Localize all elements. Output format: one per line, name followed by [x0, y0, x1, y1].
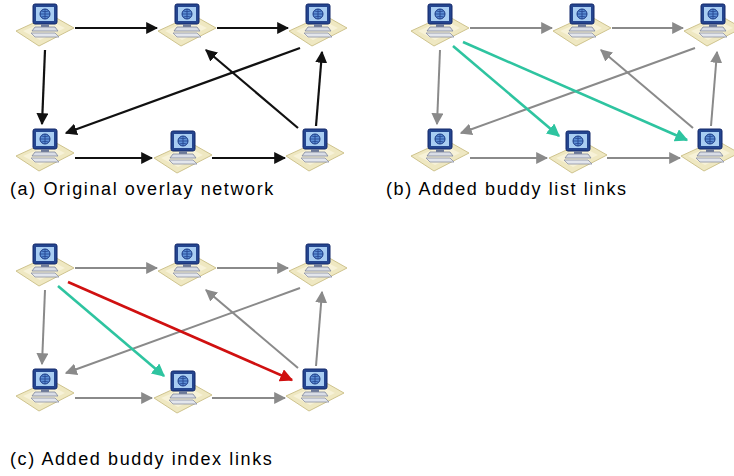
overlay-link — [212, 397, 285, 399]
overlay-link — [461, 48, 695, 133]
panel-caption: (b) Added buddy list links — [386, 178, 628, 200]
overlay-link — [42, 290, 45, 364]
computer-icon — [16, 129, 74, 171]
overlay-link — [212, 157, 285, 159]
panel-caption: (c) Added buddy index links — [10, 448, 273, 470]
computer-icon — [289, 4, 347, 46]
computer-icon — [286, 369, 344, 411]
computer-icon — [681, 129, 734, 171]
computer-icon — [411, 129, 469, 171]
computer-icon — [289, 244, 347, 286]
computer-icon — [16, 369, 74, 411]
overlay-link — [470, 27, 552, 29]
overlay-link — [206, 290, 298, 368]
computer-icon — [684, 4, 734, 46]
overlay-link — [711, 52, 717, 126]
overlay-link — [66, 288, 300, 373]
computer-icon — [549, 131, 607, 173]
buddy-index-link — [68, 282, 292, 380]
panel-caption: (a) Original overlay network — [10, 178, 275, 200]
overlay-link — [75, 27, 157, 29]
panel-b — [411, 4, 734, 173]
computer-icon — [16, 4, 74, 46]
overlay-link — [437, 50, 440, 124]
overlay-link — [206, 50, 298, 128]
overlay-link — [75, 157, 152, 159]
overlay-link — [42, 50, 45, 124]
panel-c — [16, 244, 347, 413]
overlay-link — [470, 157, 547, 159]
overlay-link — [612, 27, 683, 29]
panel-a — [16, 4, 347, 173]
overlay-link — [217, 27, 288, 29]
computer-icon — [154, 371, 212, 413]
overlay-link — [601, 50, 693, 128]
computer-icon — [553, 4, 611, 46]
computer-icon — [158, 244, 216, 286]
overlay-link — [75, 267, 157, 269]
buddy-list-link — [463, 42, 687, 140]
overlay-link — [607, 157, 680, 159]
overlay-link — [316, 292, 322, 366]
buddy-list-links — [453, 42, 687, 140]
computer-icon — [158, 4, 216, 46]
computer-icon — [154, 131, 212, 173]
overlay-link — [75, 397, 152, 399]
overlay-link — [316, 52, 322, 126]
computer-icon — [286, 129, 344, 171]
overlay-link — [217, 267, 288, 269]
overlay-link — [66, 48, 300, 133]
computer-icon — [411, 4, 469, 46]
computer-icon — [16, 244, 74, 286]
